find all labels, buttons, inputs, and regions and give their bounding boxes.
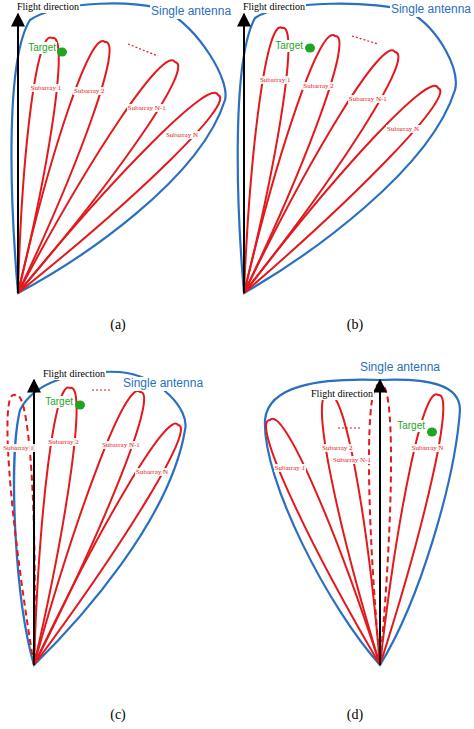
antenna-label: Single antenna (359, 361, 441, 375)
antenna-label: Single antenna (390, 3, 472, 17)
target-label: Target (396, 420, 426, 432)
direction-label: Flight direction (16, 1, 80, 13)
subarray-beam (244, 86, 440, 293)
panel-drawing (11, 3, 225, 293)
ellipsis-line (128, 44, 158, 56)
subarray-label: Subarray N (411, 444, 445, 452)
direction-label: Flight direction (242, 1, 306, 13)
ellipsis-line (92, 389, 112, 390)
single-antenna-beam (265, 380, 460, 665)
subarray-label: Subarray N-1 (348, 95, 388, 103)
subarray-label: Subarray 2 (73, 87, 106, 95)
subarray-beam (244, 27, 288, 293)
subarray-label: Subarray 1 (274, 464, 307, 472)
subarray-beam (380, 394, 443, 665)
subarray-label: Subarray 1 (2, 444, 35, 452)
panel-drawing (265, 380, 460, 665)
subarray-label: Subarray 1 (259, 76, 292, 84)
antenna-label: Single antenna (122, 377, 204, 391)
panel-caption: (d) (346, 707, 364, 723)
target-dot (305, 44, 315, 53)
target-label: Target (27, 42, 57, 54)
subarray-beam (34, 424, 181, 665)
subarray-label: Subarray 2 (47, 438, 80, 446)
target-label: Target (274, 40, 304, 52)
flight-arrow (17, 14, 19, 293)
ellipsis-line (338, 427, 362, 428)
subarray-beam (244, 35, 339, 293)
panel-caption: (a) (109, 317, 127, 333)
subarray-label: Subarray N-1 (332, 456, 372, 464)
subarray-label: Subarray N (386, 125, 420, 133)
panel-drawing (238, 4, 456, 293)
subarray-label: Subarray N-1 (127, 104, 167, 112)
direction-label: Flight direction (310, 388, 374, 400)
subarray-beam (18, 93, 220, 293)
subarray-label: Subarray N (135, 468, 169, 476)
direction-label: Flight direction (42, 368, 106, 380)
flight-arrow (243, 14, 245, 293)
target-dot (427, 428, 437, 437)
target-dot (57, 48, 67, 57)
subarray-beam (7, 395, 34, 665)
subarray-label: Subarray N-1 (101, 441, 141, 449)
ellipsis-line (352, 36, 378, 44)
flight-arrow (33, 380, 35, 665)
subarray-beam (34, 391, 144, 665)
target-label: Target (44, 396, 74, 408)
subarray-label: Subarray N (165, 131, 199, 139)
single-antenna-beam (238, 4, 456, 293)
flight-arrow (379, 380, 381, 665)
subarray-label: Subarray 2 (321, 444, 354, 452)
subarray-beam (266, 419, 380, 665)
antenna-label: Single antenna (150, 5, 232, 19)
single-antenna-beam (14, 372, 185, 665)
subarray-label: Subarray 1 (30, 84, 63, 92)
target-dot (75, 401, 85, 410)
panel-caption: (c) (109, 707, 127, 723)
single-antenna-beam (11, 3, 225, 293)
subarray-label: Subarray 2 (302, 82, 335, 90)
panel-drawing (7, 372, 185, 665)
panel-caption: (b) (346, 317, 364, 333)
